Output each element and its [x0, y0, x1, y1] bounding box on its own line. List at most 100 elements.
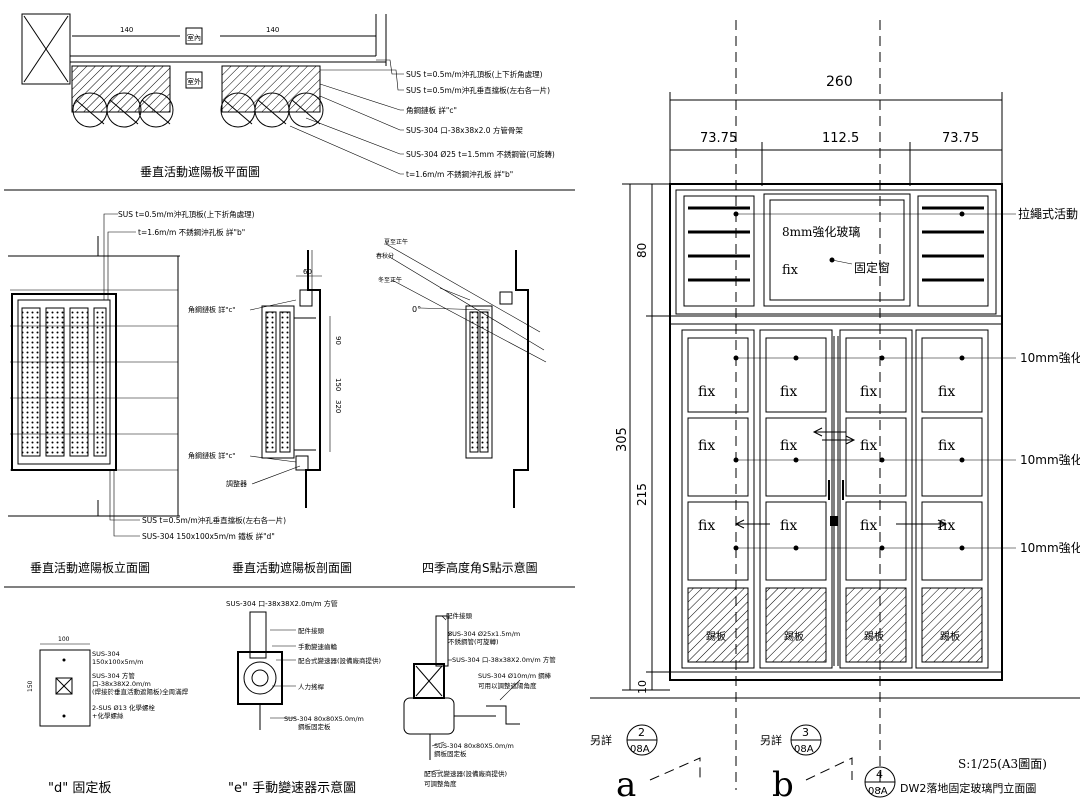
f-note-8: 鋼板固定板 [434, 749, 467, 758]
e-note-3: 配合式變速器(設備廠商提供) [298, 656, 381, 665]
dim-h-total: 305 [615, 427, 630, 452]
plan-dim-right: 140 [266, 26, 279, 34]
dim-w2: 112.5 [822, 131, 859, 146]
detail-ref-2: 另詳 3 08A [760, 724, 822, 756]
plan-callout-1: SUS t=0.5m/m沖孔頂板(上下折角處理) [406, 69, 543, 79]
fix-r2c2: fix [780, 438, 797, 454]
detail-e-title: "e" 手動變速器示意圖 [228, 780, 356, 796]
plan-rotating-tubes [72, 92, 324, 128]
right-panel: 260 73.75 112.5 73.75 305 80 215 10 8mm強… [590, 20, 1080, 805]
sec-label-device: 調整器 [226, 479, 247, 488]
scale-note: S:1/25(A3圖面) [958, 757, 1047, 771]
detail-f: 配件接頭 SUS-304 Ø25x1.5m/m 不銹鋼管(可旋轉) SUS-30… [403, 611, 556, 788]
dim-w3: 73.75 [942, 131, 979, 146]
detail-d-title: "d" 固定板 [48, 781, 111, 796]
plan-callout-5: SUS-304 Ø25 t=1.5mm 不銹鋼管(可旋轉) [406, 149, 555, 159]
section-title: 垂直活動遮陽板剖面圖 [232, 560, 352, 575]
sun-label-1: 夏至正午 [384, 238, 408, 246]
transom-fix: fix [782, 263, 799, 278]
detail-ref-1-word: 另詳 [590, 733, 612, 747]
sec-callout-2: 角鋼鏈板 詳"c" [188, 451, 236, 460]
dim-total-width: 260 [826, 74, 853, 90]
fix-r3c2: fix [780, 518, 797, 534]
e-note-5: SUS-304 80x80X5.0m/m [284, 715, 364, 723]
detail-e: SUS-304 口-38x38X2.0m/m 方管 配件接頭 手動變速齒輪 配合… [226, 599, 381, 796]
drawing-title: DW2落地固定玻璃門立面圖 [900, 781, 1036, 795]
section-cut-lines: a b [616, 20, 881, 805]
detail-ref-3: 4 08A [864, 766, 896, 798]
plan-callout-3: 角鋼鏈板 詳"c" [406, 105, 457, 115]
kick-label-4: 踢板 [940, 630, 960, 643]
d-note-7: +化學螺絲 [92, 711, 124, 720]
f-note-1: 配件接頭 [446, 611, 473, 620]
f-note-2: SUS-304 Ø25x1.5m/m [448, 630, 520, 638]
e-note-4: 人力搖桿 [298, 682, 325, 691]
glass10-label-3: 10mm強化玻 [1020, 541, 1080, 555]
plan-label-indoor: 室內 [187, 33, 201, 42]
sun-label-3: 冬至正午 [378, 276, 402, 284]
elev-callout-3: SUS t=0.5m/m沖孔垂直擋板(左右各一片) [142, 515, 286, 525]
f-note-6: 可用以調整遮陽角度 [478, 681, 537, 690]
e-note-1: 配件接頭 [298, 626, 325, 635]
fix-r3c1: fix [698, 518, 715, 534]
plan-view: 140 140 室內 室外 SUS t=0.5m/m沖孔頂板 [21, 13, 555, 179]
f-note-10: 可調整角度 [424, 779, 457, 788]
sec-dim-a: 90 [334, 336, 342, 345]
d-note-5: (焊接於垂直活動遮陽板)全周滿焊 [92, 687, 189, 696]
fix-r3c4: fix [938, 518, 955, 534]
d-dim-side: 150 [27, 680, 34, 692]
elevation-title: 垂直活動遮陽板立面圖 [30, 560, 150, 575]
dim-w1: 73.75 [700, 131, 737, 146]
dimension-lines [590, 92, 1080, 699]
fixed-window-label: 固定窗 [854, 260, 890, 275]
detail-ref-2-sheet: 08A [794, 744, 814, 755]
detail-ref-3-sheet: 08A [868, 786, 888, 797]
fix-r2c4: fix [938, 438, 955, 454]
sun-angle-view: 夏至正午 春秋分 冬至正午 0° 四季高度角S點示意圖 [376, 238, 547, 575]
fix-r1c3: fix [860, 384, 877, 400]
kick-label-3: 踢板 [864, 630, 884, 643]
fix-r1c2: fix [780, 384, 797, 400]
fix-r3c3: fix [860, 518, 877, 534]
fix-r2c3: fix [860, 438, 877, 454]
blind-slats [688, 206, 984, 282]
plan-callout-4: SUS-304 口-38x38x2.0 方管骨架 [406, 125, 523, 135]
fix-r1c4: fix [938, 384, 955, 400]
detail-ref-1: 另詳 2 08A [590, 724, 658, 756]
detail-ref-1-num: 2 [638, 726, 645, 739]
detail-ref-1-sheet: 08A [630, 744, 650, 755]
glass10-label-1: 10mm強化玻 [1020, 351, 1080, 365]
elevation-view: SUS t=0.5m/m沖孔頂板(上下折角處理) t=1.6m/m 不銹鋼沖孔板… [8, 209, 286, 575]
dim-h-bot: 10 [636, 680, 649, 694]
sun-label-2: 春秋分 [376, 252, 394, 260]
f-note-4: SUS-304 口-38x38X2.0m/m 方管 [452, 655, 556, 664]
f-note-7: SUS-304 80x80X5.0m/m [434, 742, 514, 750]
door-leaves: 踢板 踢板 踢板 踢板 [681, 329, 989, 669]
f-note-9: 配合式變速器(設備廠商提供) [424, 769, 507, 778]
left-panel: 140 140 室內 室外 SUS t=0.5m/m沖孔頂板 [4, 13, 575, 796]
kick-label-1: 踢板 [706, 630, 726, 643]
detail-ref-2-num: 3 [802, 726, 809, 739]
glass8-label: 8mm強化玻璃 [782, 225, 860, 239]
e-note-6: 鋼板固定板 [298, 722, 331, 731]
sec-dim-b: 150 [334, 378, 342, 391]
elev-callout-2: t=1.6m/m 不銹鋼沖孔板 詳"b" [138, 227, 245, 237]
glass-leaders: 10mm強化玻 10mm強化玻 10mm強化玻 [733, 351, 1080, 555]
sun-zero: 0° [412, 305, 421, 314]
sec-callout-1: 角鋼鏈板 詳"c" [188, 305, 236, 314]
d-note-6: 2-SUS Ø13 化學螺栓 [92, 703, 156, 712]
detail-ref-2-word: 另詳 [760, 733, 782, 747]
f-note-5: SUS-304 Ø10m/m 鋼棒 [478, 671, 552, 680]
section-mark-b: b [772, 765, 794, 805]
f-note-3: 不銹鋼管(可旋轉) [448, 637, 499, 646]
section-view: 60 90 150 320 角鋼鏈板 詳"c" 角鋼鏈板 詳"c" 調整器 垂直… [188, 250, 352, 575]
elev-callout-4: SUS-304 150x100x5m/m 鐵板 詳"d" [142, 531, 275, 541]
d-dim-top: 100 [58, 636, 70, 643]
dim-h-top: 80 [635, 243, 649, 258]
e-top-note: SUS-304 口-38x38X2.0m/m 方管 [226, 599, 338, 608]
plan-title: 垂直活動遮陽板平面圖 [140, 164, 260, 179]
detail-d: 100 150 SUS-304 150x100x5m/m SUS-304 方管 … [27, 636, 189, 796]
transom-row: 8mm強化玻璃 fix 固定窗 拉繩式活動 [683, 193, 1078, 307]
d-note-2: 150x100x5m/m [92, 658, 144, 666]
